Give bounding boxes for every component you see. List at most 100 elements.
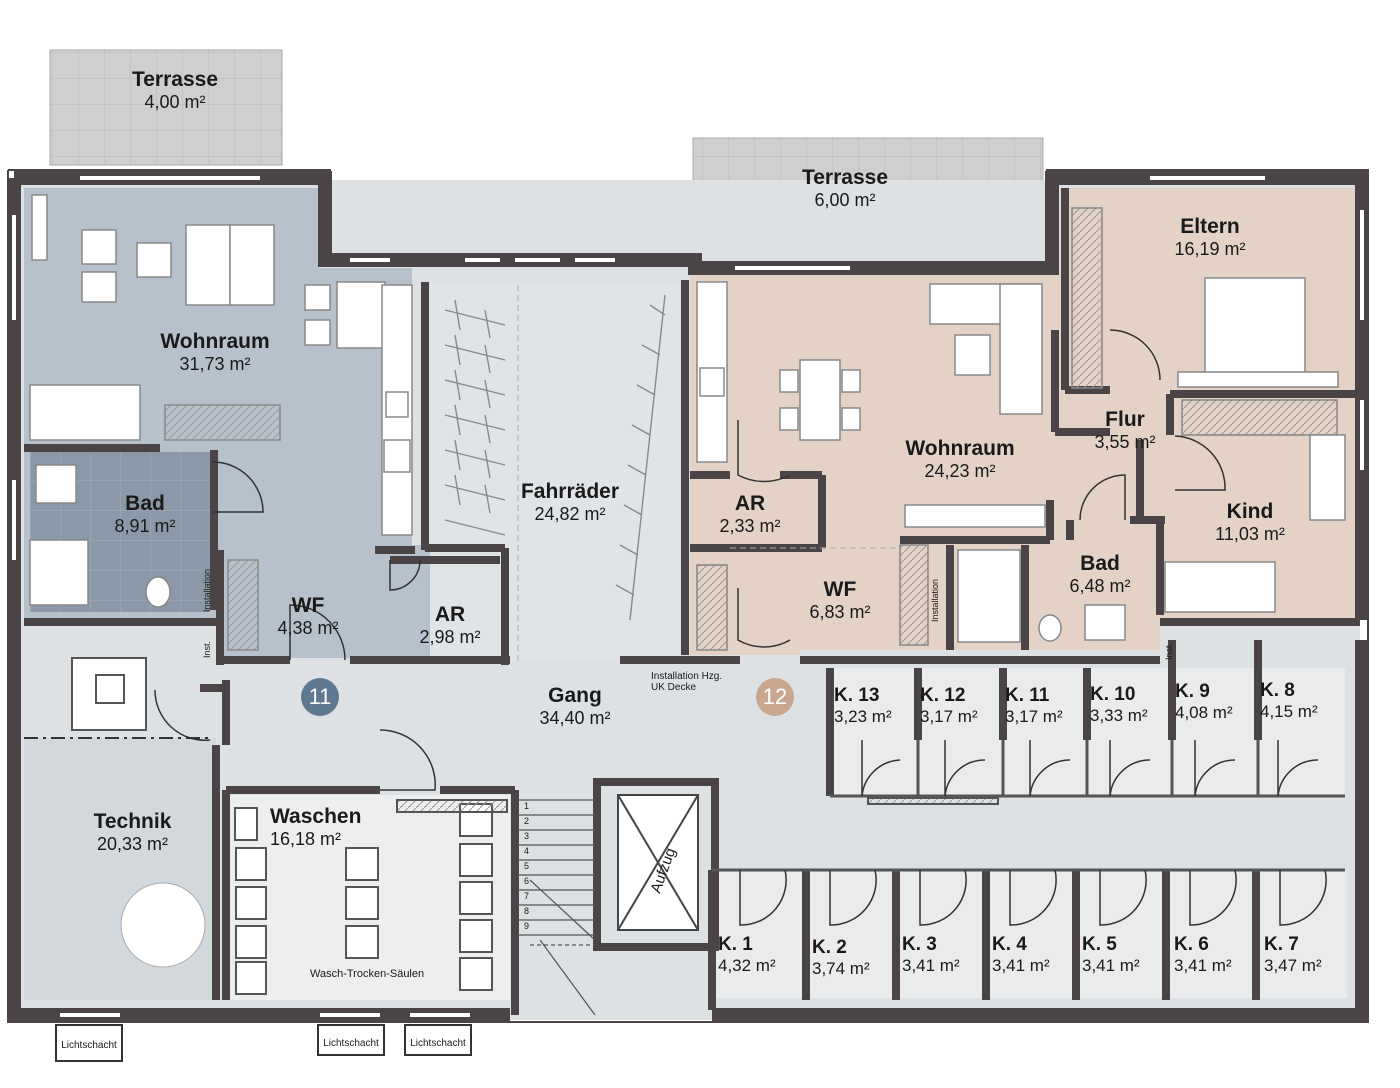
cellar-k3: K. 3 3,41 m²	[902, 934, 986, 975]
label-bad-12: Bad 6,48 m²	[1045, 552, 1155, 597]
cellar-area: 3,41 m²	[1082, 955, 1140, 975]
cellar-name: K. 10	[1090, 684, 1136, 705]
cellar-area: 3,41 m²	[992, 955, 1050, 975]
room-name: AR	[434, 603, 466, 626]
elevator	[617, 794, 699, 931]
cellar-name: K. 12	[920, 685, 966, 706]
lichtschacht-1: Lichtschacht	[61, 1040, 117, 1051]
label-gang: Gang 34,40 m²	[520, 684, 630, 729]
label-bad-11: Bad 8,91 m²	[90, 492, 200, 537]
stair-step-number: 7	[524, 891, 530, 901]
cellar-name: K. 6	[1174, 934, 1209, 955]
room-name: Technik	[93, 810, 172, 833]
inst-label-11: Inst.	[202, 640, 212, 658]
stair-step-number: 5	[524, 861, 530, 871]
note-line-2: UK Decke	[651, 682, 697, 693]
cellar-area: 3,17 m²	[1005, 706, 1063, 726]
cellar-k1: K. 1 4,32 m²	[718, 934, 804, 975]
cellar-k11: K. 11 3,17 m²	[1005, 685, 1087, 726]
cellar-name: K. 13	[834, 685, 880, 706]
room-area: 6,48 m²	[1069, 576, 1131, 597]
room-area: 4,38 m²	[277, 618, 339, 639]
cellar-k5: K. 5 3,41 m²	[1082, 934, 1166, 975]
room-name: Kind	[1226, 500, 1274, 523]
label-eltern: Eltern 16,19 m²	[1150, 215, 1270, 260]
stair-step-number: 3	[524, 831, 530, 841]
bikes-floor	[430, 282, 680, 662]
room-name: WF	[291, 594, 325, 617]
room-area: 20,33 m²	[96, 834, 169, 855]
unit-badge-12: 12	[756, 678, 794, 716]
lichtschacht-2: Lichtschacht	[323, 1038, 379, 1049]
room-area: 34,40 m²	[539, 708, 611, 729]
lichtschacht-3: Lichtschacht	[410, 1038, 466, 1049]
stair-step-number: 9	[524, 921, 530, 931]
label-ar-11: AR 2,98 m²	[400, 603, 500, 648]
room-name: Eltern	[1180, 215, 1240, 238]
furniture-12	[696, 207, 1346, 651]
stair-step-number: 1	[524, 801, 530, 811]
label-wohnraum-11: Wohnraum 31,73 m²	[140, 330, 290, 375]
room-name: Waschen	[270, 805, 362, 828]
room-area: 31,73 m²	[179, 354, 251, 375]
room-name: Terrasse	[801, 166, 888, 189]
room-name: Wohnraum	[905, 437, 1015, 460]
installation-label-12: Installation	[930, 578, 940, 622]
room-name: Fahrräder	[520, 480, 620, 503]
room-area: 16,19 m²	[1174, 239, 1246, 260]
cellar-name: K. 1	[718, 934, 753, 955]
cellar-k13: K. 13 3,23 m²	[834, 685, 916, 726]
cellar-area: 4,08 m²	[1175, 702, 1233, 722]
cellar-name: K. 3	[902, 934, 937, 955]
cellar-partitions	[712, 740, 1345, 872]
stair-step-number: 2	[524, 816, 530, 826]
stair-step-number: 4	[524, 846, 530, 856]
room-area: 24,23 m²	[924, 461, 996, 482]
label-wf-11: WF 4,38 m²	[258, 594, 358, 639]
technik-floor	[24, 738, 216, 1000]
cellar-k2: K. 2 3,74 m²	[812, 937, 896, 978]
label-terrace-left: Terrasse 4,00 m²	[110, 68, 240, 113]
label-waschen: Waschen 16,18 m²	[270, 805, 390, 850]
cellar-name: K. 8	[1260, 680, 1295, 701]
cellar-name: K. 2	[812, 937, 847, 958]
bike-symbols	[444, 294, 666, 621]
label-kind: Kind 11,03 m²	[1195, 500, 1305, 545]
room-name: Wohnraum	[160, 330, 270, 353]
room-area: 2,98 m²	[419, 627, 481, 648]
room-name: Flur	[1105, 408, 1145, 431]
unit-12-floor	[690, 188, 1355, 655]
cellar-k12: K. 12 3,17 m²	[920, 685, 1002, 726]
label-ar-12: AR 2,33 m²	[695, 492, 805, 537]
cellar-name: K. 9	[1175, 681, 1210, 702]
room-area: 3,55 m²	[1094, 432, 1156, 453]
cellar-name: K. 5	[1082, 934, 1117, 955]
room-name: Gang	[548, 684, 602, 707]
cellar-area: 4,15 m²	[1260, 701, 1318, 721]
label-fahrraeder: Fahrräder 24,82 m²	[505, 480, 635, 525]
label-terrace-mid: Terrasse 6,00 m²	[780, 166, 910, 211]
equipment	[71, 657, 999, 995]
cellar-name: K. 4	[992, 934, 1027, 955]
inst-label-12: Inst.	[1164, 642, 1174, 660]
room-area: 6,00 m²	[814, 190, 876, 211]
stair-step-number: 8	[524, 906, 530, 916]
installation-hzg-note: Installation Hzg. UK Decke	[651, 671, 722, 693]
installation-label-11: Installation	[202, 568, 212, 612]
stair-step-number: 6	[524, 876, 530, 886]
room-name: Bad	[125, 492, 165, 515]
staircase	[518, 799, 596, 1016]
label-wohnraum-12: Wohnraum 24,23 m²	[880, 437, 1040, 482]
wasch-trocken-label: Wasch-Trocken-Säulen	[310, 968, 425, 980]
interior-walls	[24, 188, 1360, 1015]
cellar-k4: K. 4 3,41 m²	[992, 934, 1076, 975]
cellar-k9: K. 9 4,08 m²	[1175, 681, 1259, 722]
furniture-11	[29, 194, 413, 651]
cellar-area: 4,32 m²	[718, 955, 776, 975]
room-name: WF	[823, 578, 857, 601]
cellar-area: 3,33 m²	[1090, 705, 1148, 725]
cellar-k8: K. 8 4,15 m²	[1260, 680, 1344, 721]
cellar-k6: K. 6 3,41 m²	[1174, 934, 1258, 975]
cellar-area: 3,23 m²	[834, 706, 892, 726]
